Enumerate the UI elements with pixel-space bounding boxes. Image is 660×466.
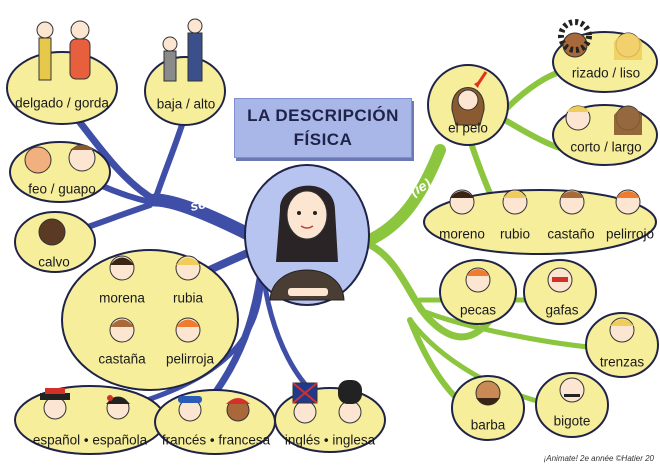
label-pelirrojo: pelirrojo xyxy=(605,226,655,242)
label-frances: francés • francesa xyxy=(161,432,271,448)
label-el-pelo: el pelo xyxy=(448,120,488,136)
face-icon xyxy=(559,377,585,403)
label-rubio: rubio xyxy=(499,226,531,242)
label-castano: castaño xyxy=(547,226,595,242)
face-icon xyxy=(24,146,52,174)
label-corto-largo: corto / largo xyxy=(570,139,642,155)
face-icons xyxy=(24,18,642,424)
credit-line: ¡Animate! 2e année ©Hatier 20 xyxy=(543,454,654,463)
bubble-bigote xyxy=(535,372,609,438)
bubble-barba xyxy=(451,375,525,441)
bubble-trenzas xyxy=(585,312,659,378)
bubble-baja-alto xyxy=(144,56,226,126)
label-delgado-gorda: delgado / gorda xyxy=(15,95,109,111)
label-bigote: bigote xyxy=(553,413,591,429)
person-icon xyxy=(162,18,203,82)
person-icon xyxy=(36,20,91,81)
label-ingles: inglés • inglesa xyxy=(284,432,376,448)
title-box: LA DESCRIPCIÓN FÍSICA xyxy=(234,98,412,158)
face-icon xyxy=(338,400,362,424)
label-baja-alto: baja / alto xyxy=(156,96,216,112)
label-pelirroja: pelirroja xyxy=(165,351,215,367)
label-pecas: pecas xyxy=(459,302,497,318)
bubble-delgado-gorda xyxy=(6,51,118,125)
label-calvo: calvo xyxy=(38,254,70,270)
label-espanol: español • española xyxy=(32,432,148,448)
face-icon xyxy=(293,400,317,424)
face-icon xyxy=(43,396,67,420)
central-portrait xyxy=(244,164,370,306)
label-rubia: rubia xyxy=(172,290,204,306)
label-castana: castaña xyxy=(98,351,146,367)
label-gafas: gafas xyxy=(545,302,579,318)
label-rizado-liso: rizado / liso xyxy=(571,65,641,81)
label-morena: morena xyxy=(99,290,145,306)
label-moreno: moreno xyxy=(439,226,485,242)
title-line-1: LA DESCRIPCIÓN xyxy=(247,106,399,125)
bubble-hair-group xyxy=(61,249,239,391)
title-line-2: FÍSICA xyxy=(293,130,353,149)
label-barba: barba xyxy=(470,417,506,433)
label-trenzas: trenzas xyxy=(599,354,645,370)
label-feo-guapo: feo / guapo xyxy=(28,181,96,197)
bubble-colors xyxy=(423,189,657,255)
face-icon xyxy=(38,218,66,246)
